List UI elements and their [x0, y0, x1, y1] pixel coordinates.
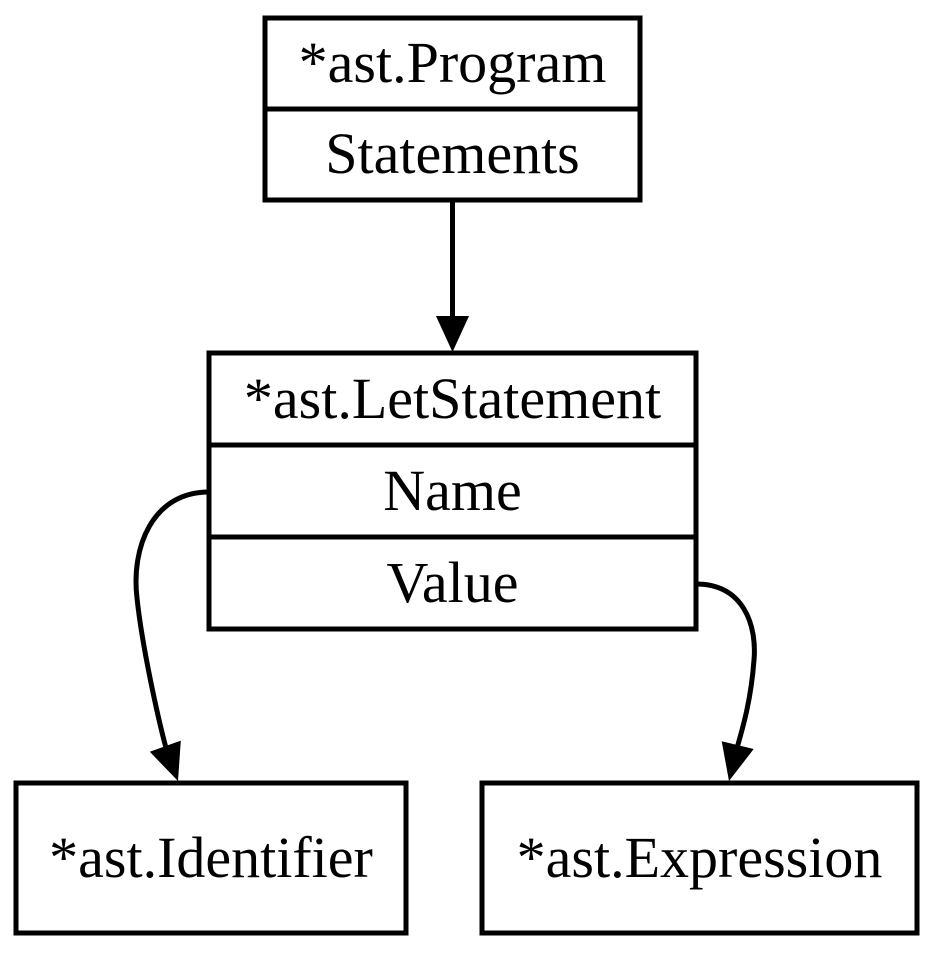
- edge-name-to-identifier: [133, 489, 210, 781]
- node-program-title: *ast.Program: [299, 30, 607, 95]
- edge-value-to-expression-arrowhead: [721, 741, 754, 781]
- node-letstatement-field-value: Value: [386, 550, 518, 615]
- node-expression: *ast.Expression: [479, 780, 920, 936]
- node-letstatement-title: *ast.LetStatement: [244, 366, 661, 431]
- edge-value-to-expression: [695, 581, 757, 781]
- edge-name-to-identifier-arrowhead: [149, 740, 181, 781]
- edge-statements-to-letstatement-arrowhead: [436, 316, 469, 352]
- node-program: *ast.Program Statements: [262, 15, 643, 203]
- node-expression-box: [479, 780, 920, 936]
- edge-name-to-identifier-line: [133, 489, 210, 749]
- node-identifier-title: *ast.Identifier: [49, 825, 373, 890]
- node-letstatement-box: [206, 350, 699, 632]
- node-identifier: *ast.Identifier: [13, 780, 409, 936]
- edge-statements-to-letstatement: [436, 200, 469, 352]
- node-expression-title: *ast.Expression: [517, 825, 883, 890]
- node-program-field-statements: Statements: [325, 121, 580, 186]
- node-identifier-box: [13, 780, 409, 936]
- edge-value-to-expression-line: [695, 581, 757, 749]
- node-letstatement: *ast.LetStatement Name Value: [206, 350, 699, 632]
- node-letstatement-field-name: Name: [383, 458, 522, 523]
